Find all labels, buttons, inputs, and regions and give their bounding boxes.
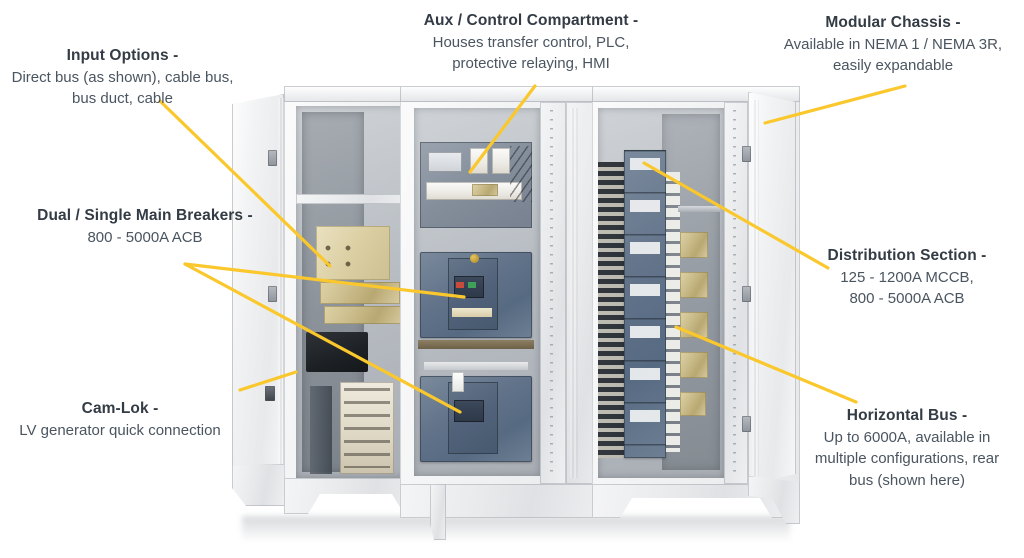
callout-horizontal-bus-title: Horizontal Bus -	[846, 407, 968, 424]
right-post-bolt-row	[733, 110, 736, 476]
right-door-panel	[748, 92, 796, 484]
control-wiring	[510, 146, 532, 202]
callout-distribution-section-line-1: 125 - 1200A MCCB,	[840, 269, 974, 286]
callout-aux-control-line-1: Houses transfer control, PLC,	[432, 34, 630, 51]
right-door-hinge-top	[742, 146, 751, 162]
callout-input-options: Input Options - Direct bus (as shown), c…	[0, 45, 245, 110]
center-door-foot	[430, 484, 446, 540]
cam-lok-lug-slots	[344, 388, 390, 468]
callout-main-breakers-title: Dual / Single Main Breakers -	[37, 207, 253, 224]
horizontal-bus-bar-4	[680, 352, 708, 378]
left-door-base	[232, 464, 286, 506]
callout-distribution-section-line-2: 800 - 5000A ACB	[849, 290, 965, 308]
callout-horizontal-bus-line-1: Up to 6000A, available in	[823, 429, 991, 446]
bus-support-frame	[678, 206, 720, 212]
horizontal-bus-bar-5	[680, 392, 706, 416]
section-distribution	[592, 86, 800, 526]
callout-cam-lok-line-1: LV generator quick connection	[19, 422, 221, 439]
center-post-bolt-row	[550, 110, 553, 476]
callout-distribution-section: Distribution Section - 125 - 1200A MCCB,…	[790, 245, 1024, 310]
breaker-lower-tag	[452, 372, 464, 392]
left-inner-shelf	[296, 194, 416, 204]
control-terminal-brass	[472, 184, 498, 196]
center-right-post	[540, 102, 566, 484]
callout-aux-control: Aux / Control Compartment - Houses trans…	[390, 10, 672, 75]
horizontal-bus-bar-2	[680, 272, 708, 298]
callout-main-breakers: Dual / Single Main Breakers - 800 - 5000…	[0, 205, 290, 248]
switchgear-equipment-image	[232, 86, 800, 548]
distribution-breaker-dividers	[624, 150, 666, 458]
callout-modular-chassis-title: Modular Chassis -	[825, 14, 961, 31]
section-control-main	[400, 86, 612, 540]
cable-termination-bank	[598, 162, 624, 458]
callout-input-options-line-1: Direct bus (as shown), cable bus,	[11, 69, 234, 86]
callout-horizontal-bus: Horizontal Bus - Up to 6000A, available …	[790, 405, 1024, 491]
input-bus-bar-b	[324, 306, 404, 324]
callout-distribution-section-title: Distribution Section -	[827, 247, 987, 264]
left-cabinet-top-cap	[284, 86, 428, 102]
callout-horizontal-bus-line-3: bus (shown here)	[849, 471, 965, 489]
door-hinge-top	[268, 150, 277, 166]
breaker-upper-charge-knob	[470, 254, 479, 263]
breaker-lower-connector-bar	[424, 362, 528, 370]
horizontal-bus-bar-1	[680, 232, 708, 258]
bus-bolts	[322, 242, 378, 272]
door-latch-camlok	[265, 386, 275, 401]
callout-cam-lok-title: Cam-Lok -	[81, 400, 159, 417]
cam-lok-vertical-bus	[310, 386, 332, 474]
control-relay-module-1	[470, 148, 488, 174]
callout-input-options-title: Input Options -	[66, 47, 179, 64]
input-bus-bar-a	[320, 282, 400, 304]
right-door-rib	[752, 100, 759, 476]
center-cabinet-top-cap	[400, 86, 612, 102]
breaker-lower-trip-unit	[454, 400, 484, 422]
center-filler-rib	[570, 108, 578, 478]
horizontal-bus-bar-3	[680, 312, 708, 338]
callout-aux-control-title: Aux / Control Compartment -	[423, 12, 639, 29]
right-door-hinge-mid	[742, 286, 751, 302]
callout-main-breakers-line-1: 800 - 5000A ACB	[87, 229, 203, 246]
callout-modular-chassis-line-2: easily expandable	[832, 57, 954, 75]
breaker-upper-indicator-lights	[456, 282, 482, 288]
callout-input-options-line-2: bus duct, cable	[72, 90, 173, 108]
callout-modular-chassis: Modular Chassis - Available in NEMA 1 / …	[762, 12, 1024, 77]
callout-cam-lok: Cam-Lok - LV generator quick connection	[0, 398, 240, 441]
floor-shadow	[242, 516, 790, 542]
section-input-main	[232, 86, 428, 516]
callout-modular-chassis-line-1: Available in NEMA 1 / NEMA 3R,	[783, 36, 1003, 53]
control-plc-module	[428, 152, 462, 172]
door-hinge-mid	[268, 286, 277, 302]
breaker-upper-mounting-rail	[418, 340, 534, 349]
callout-horizontal-bus-line-2: multiple configurations, rear	[814, 450, 1000, 468]
callout-aux-control-line-2: protective relaying, HMI	[452, 55, 610, 73]
current-transformer-block	[306, 332, 368, 372]
right-door-hinge-low	[742, 416, 751, 432]
breaker-upper-label	[452, 308, 492, 317]
horizontal-bus-stabs	[666, 172, 680, 452]
control-relay-module-2	[492, 148, 510, 174]
